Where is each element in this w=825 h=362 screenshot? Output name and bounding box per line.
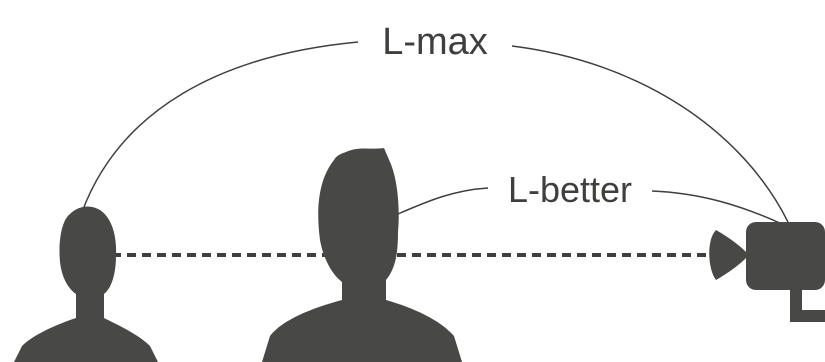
video-camera-icon [709,222,825,322]
l-better-label: L-better [508,169,632,210]
far-person-icon [14,206,158,362]
l-max-arc-left [81,41,359,213]
l-better-line-left [397,187,489,215]
l-max-arc-right [511,45,789,223]
l-max-label: L-max [382,21,488,63]
l-better-line-right [651,190,783,225]
near-person-icon [262,148,462,362]
